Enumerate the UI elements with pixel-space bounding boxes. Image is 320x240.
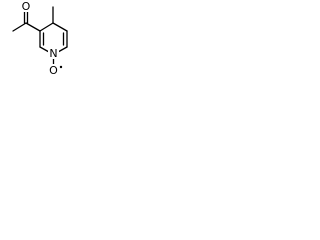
nitrogen-bg xyxy=(48,48,59,59)
bond-carbonyl-methyl xyxy=(12,22,27,32)
carbonyl-oxygen-label: O xyxy=(22,0,31,13)
chemical-structure-diagram: O N O xyxy=(12,0,68,77)
bond-c4-c5 xyxy=(52,22,68,32)
n-oxide-oxygen-label: O xyxy=(49,64,58,77)
bond-c3-c4 xyxy=(39,22,54,32)
bond-n1-c2 xyxy=(39,46,50,53)
bond-c3-carbonyl-carbon xyxy=(25,22,41,32)
bond-c6-n1 xyxy=(57,46,68,53)
carbonyl-oxygen-bg xyxy=(21,1,31,12)
structure-canvas: O N O xyxy=(0,0,86,78)
radical-dot xyxy=(59,65,63,69)
n-oxide-oxygen-bg xyxy=(48,64,59,76)
nitrogen-label: N xyxy=(49,47,57,60)
